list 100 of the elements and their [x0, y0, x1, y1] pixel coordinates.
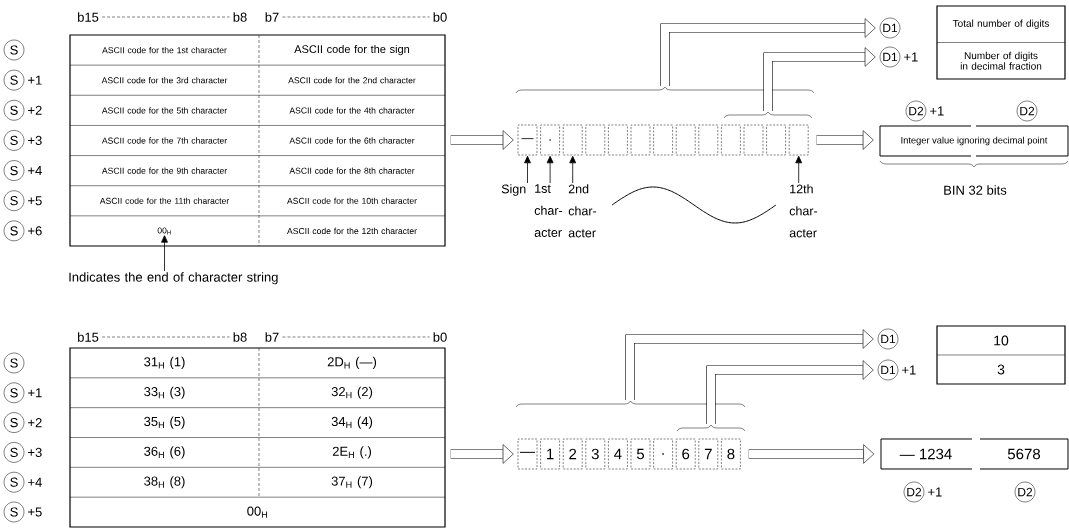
table-cell: 2E$_{H}$ (.) — [332, 446, 371, 459]
offset-label: +1 — [928, 487, 942, 497]
offset-label: +1 — [28, 388, 42, 398]
table-cell: ASCII code for the 4th character — [289, 107, 415, 114]
character-box — [766, 124, 786, 156]
table-cell: 31$_{H}$ (1) — [144, 356, 185, 369]
table-cell: ASCII code for the 12th character — [287, 227, 417, 235]
circled-label: D2 — [1014, 481, 1036, 503]
circled-label: D2 — [905, 100, 927, 122]
circled-label: S — [3, 412, 25, 433]
bit-label: b15 — [78, 12, 99, 22]
character-box — [630, 124, 651, 156]
character-box: 2 — [562, 438, 583, 470]
character-box: 7 — [698, 438, 719, 470]
data-table — [69, 347, 446, 528]
leader-line — [161, 235, 168, 272]
table-cell: 36$_{H}$ (6) — [144, 446, 185, 459]
circled-label: S — [3, 130, 25, 151]
table-cell: Number of digits in decimal fraction — [960, 51, 1042, 70]
character-box: 5 — [630, 438, 651, 470]
character-box: 3 — [585, 438, 606, 470]
character-box: . — [540, 124, 560, 156]
character-box — [675, 124, 696, 156]
result-box: 5678 — [979, 438, 1069, 470]
data-table — [936, 325, 1066, 385]
offset-label: +5 — [28, 507, 42, 517]
circled-label: D1 — [879, 46, 901, 68]
data-table — [936, 5, 1066, 80]
character-box — [743, 124, 764, 156]
offset-label: +2 — [28, 418, 42, 428]
table-cell: 10 — [994, 335, 1009, 346]
caption-text: 12th char- acter — [789, 184, 818, 238]
table-cell: 00$_{H}$ — [247, 506, 268, 518]
offset-label: +6 — [28, 226, 42, 236]
caption-text: Indicates the end of character string — [69, 272, 278, 285]
bit-label: b7 — [265, 12, 279, 22]
circled-label: D1 — [877, 328, 899, 350]
circled-label: S — [3, 220, 25, 242]
bit-label: b8 — [233, 332, 247, 342]
table-cell: ASCII code for the 3rd character — [101, 77, 228, 84]
table-cell: 33$_{H}$ (3) — [144, 386, 185, 399]
character-box: — — [517, 124, 538, 156]
arrow — [524, 155, 531, 184]
circled-label: S — [3, 442, 25, 463]
circled-label: D1 — [879, 17, 901, 39]
character-box — [608, 124, 628, 156]
hollow-arrow — [748, 444, 875, 464]
table-cell: 38$_{H}$ (8) — [144, 476, 185, 489]
table-cell: ASCII code for the sign — [294, 44, 410, 56]
table-cell: 35$_{H}$ (5) — [144, 416, 185, 429]
circled-label: S — [3, 39, 25, 61]
arrow — [569, 155, 577, 184]
bit-label: b7 — [265, 332, 279, 342]
circled-label: S — [3, 471, 25, 493]
offset-label: +1 — [902, 365, 916, 375]
table-cell: ASCII code for the 5th character — [101, 107, 227, 114]
hollow-arrow — [816, 130, 874, 150]
result-box: — 1234 — [880, 438, 973, 470]
circled-label: S — [3, 190, 25, 211]
hollow-arrow — [763, 47, 876, 111]
table-cell: 2D$_{H}$ (—) — [327, 356, 377, 369]
offset-label: +1 — [28, 75, 42, 85]
table-cell: ASCII code for the 6th character — [289, 137, 415, 144]
offset-label: +3 — [28, 135, 42, 145]
table-cell: 00$_{H}$ — [157, 227, 171, 235]
offset-label: +4 — [28, 166, 42, 176]
character-box: 4 — [608, 438, 628, 470]
character-box: . — [653, 438, 673, 470]
table-cell: ASCII code for the 7th character — [101, 137, 227, 144]
offset-label: +1 — [904, 52, 918, 62]
offset-label: +3 — [28, 447, 42, 457]
character-box: — — [517, 438, 538, 470]
table-cell: ASCII code for the 9th character — [101, 167, 227, 174]
caption-text: 1st char- acter — [534, 184, 563, 237]
caption-text: 2nd char- acter — [568, 184, 597, 238]
circled-label: S — [3, 69, 25, 91]
table-cell: 37$_{H}$ (7) — [331, 476, 373, 489]
character-box: 6 — [675, 438, 696, 470]
hollow-arrow — [706, 360, 874, 424]
result-box: Integer value ignoring decimal point — [879, 125, 1069, 157]
circled-label: S — [3, 352, 25, 374]
offset-label: +4 — [28, 477, 42, 487]
hollow-arrow — [450, 130, 514, 150]
table-cell: ASCII code for the 2nd character — [288, 77, 416, 84]
table-cell: Total number of digits — [952, 19, 1049, 29]
arrow — [546, 155, 554, 184]
arrow — [795, 155, 803, 184]
character-box: 1 — [540, 438, 560, 470]
bit-label: b8 — [233, 12, 247, 22]
circled-label: D2 — [903, 481, 925, 503]
bit-label: b15 — [78, 332, 99, 342]
bit-label: b0 — [433, 12, 447, 22]
table-cell: ASCII code for the 11th character — [99, 197, 230, 204]
circled-label: S — [3, 100, 25, 121]
circled-label: S — [3, 382, 25, 404]
circled-label: D2 — [1016, 100, 1038, 122]
table-cell: ASCII code for the 1st character — [102, 46, 227, 54]
circled-label: S — [3, 160, 25, 181]
table-cell: ASCII code for the 8th character — [289, 167, 415, 174]
bit-label: b0 — [433, 332, 447, 342]
